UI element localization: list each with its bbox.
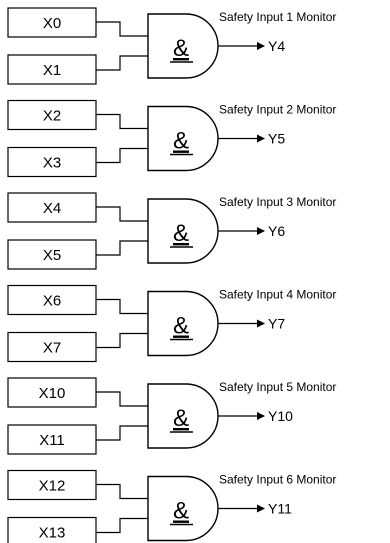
input-label: X13 — [39, 525, 66, 542]
input-wire — [96, 483, 148, 500]
input-box — [7, 239, 97, 270]
input-wire — [96, 425, 148, 441]
input-label: X12 — [39, 478, 66, 495]
input-label: X1 — [43, 62, 61, 79]
input-label: X3 — [43, 155, 61, 172]
input-wire — [96, 332, 148, 349]
input-label: X2 — [43, 108, 61, 125]
monitor-caption: Safety Input 5 Monitor — [219, 380, 336, 394]
input-wire — [96, 517, 148, 534]
monitor-caption: Safety Input 2 Monitor — [219, 103, 336, 117]
input-label: X7 — [43, 340, 61, 357]
input-box — [7, 54, 97, 85]
input-box — [7, 146, 97, 178]
monitor-caption: Safety Input 3 Monitor — [219, 195, 336, 209]
input-box — [7, 99, 97, 131]
output-label: Y10 — [268, 408, 293, 424]
and-gate-body — [147, 13, 219, 79]
input-label: X0 — [43, 15, 61, 32]
input-label: X6 — [43, 293, 61, 310]
input-label: X10 — [39, 385, 66, 402]
output-label: Y11 — [268, 501, 292, 517]
and-gate-symbol: & — [173, 220, 189, 247]
output-label: Y7 — [268, 316, 285, 332]
and-gate-symbol: & — [173, 35, 189, 62]
input-wire — [96, 298, 148, 315]
input-box — [7, 7, 97, 38]
output-label: Y5 — [268, 131, 285, 147]
output-label: Y6 — [268, 223, 285, 239]
input-label: X11 — [39, 432, 65, 449]
input-wire — [96, 391, 148, 407]
input-wire — [96, 206, 148, 222]
input-wire — [96, 147, 148, 164]
and-gate-symbol: & — [173, 128, 189, 155]
monitor-caption: Safety Input 6 Monitor — [219, 473, 336, 487]
and-gate-body — [147, 290, 219, 357]
monitor-caption: Safety Input 4 Monitor — [219, 288, 336, 302]
input-wire — [96, 240, 148, 256]
and-gate-body — [147, 475, 219, 542]
and-gate-body — [147, 105, 219, 172]
input-wire — [96, 21, 148, 37]
input-box — [7, 331, 97, 363]
and-gate-symbol: & — [173, 313, 189, 340]
and-gate-symbol: & — [173, 498, 189, 525]
input-wire — [96, 55, 148, 71]
output-label: Y4 — [268, 38, 285, 54]
input-box — [7, 284, 97, 316]
input-label: X5 — [43, 247, 61, 264]
input-box — [7, 377, 97, 408]
input-label: X4 — [43, 200, 61, 217]
monitor-caption: Safety Input 1 Monitor — [219, 10, 336, 24]
and-gate-symbol: & — [173, 405, 189, 432]
and-gate-body — [147, 198, 219, 264]
input-wire — [96, 113, 148, 130]
and-gate-body — [147, 383, 219, 449]
